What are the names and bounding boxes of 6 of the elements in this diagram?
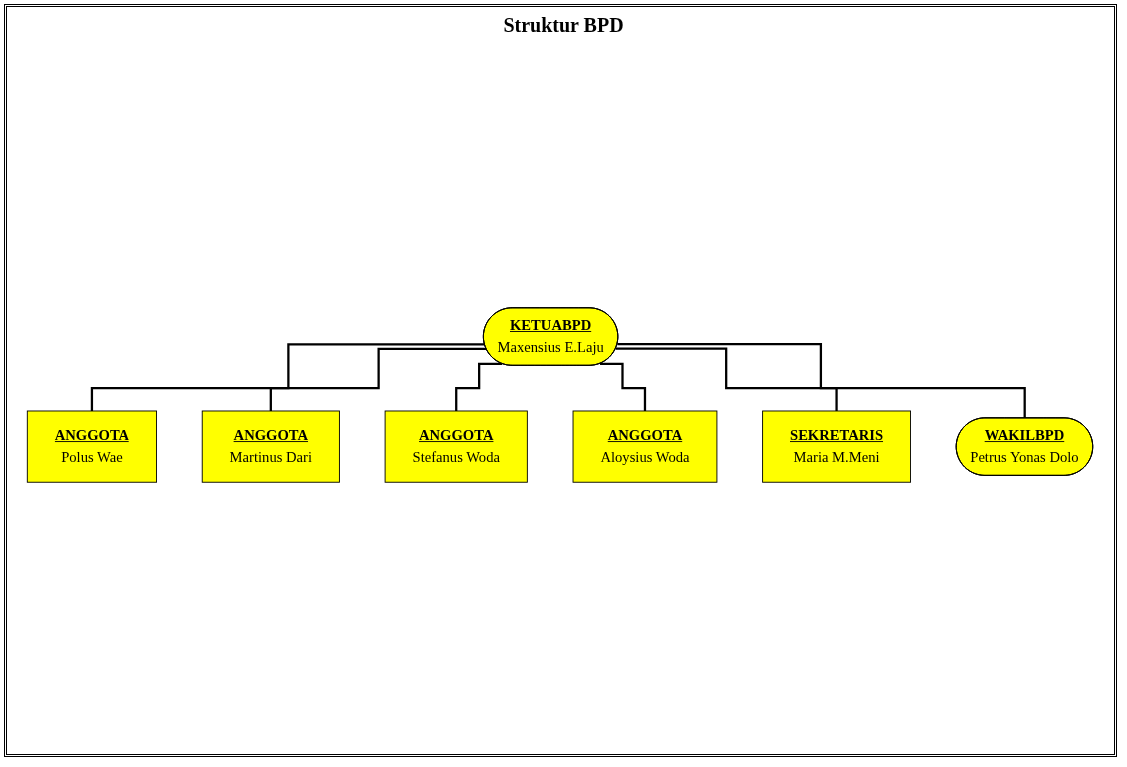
node-box: ANGGOTA Polus Wae: [26, 410, 157, 483]
node-box: ANGGOTA Martinus Dari: [201, 410, 340, 483]
node-box: ANGGOTA Stefanus Woda: [384, 410, 528, 483]
diagram-title: Struktur BPD: [502, 14, 625, 37]
node-box: ANGGOTA Aloysius Woda: [572, 410, 718, 483]
node-box: SEKRETARIS Maria M.Meni: [762, 410, 911, 483]
